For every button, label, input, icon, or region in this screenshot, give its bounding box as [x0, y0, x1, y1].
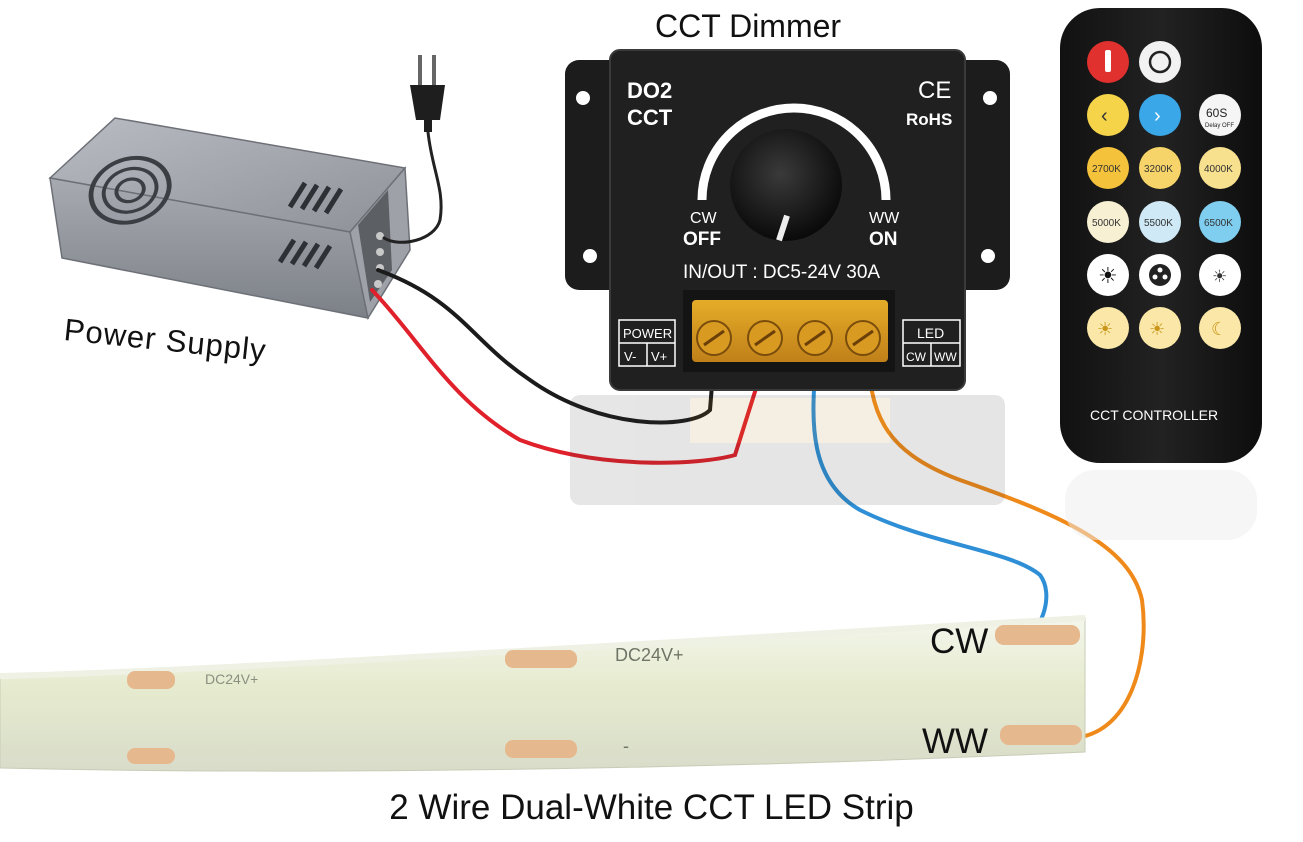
- temp-button-3200k[interactable]: [1139, 147, 1181, 189]
- solder-pad: [505, 650, 577, 668]
- remote-label: CCT CONTROLLER: [1090, 407, 1218, 423]
- power-supply: [48, 55, 445, 320]
- dimmer-reflection: [570, 395, 1005, 505]
- dimmer-rating: IN/OUT : DC5-24V 30A: [683, 262, 880, 283]
- label-cw: CW: [930, 622, 989, 661]
- knob-indicator: [776, 214, 790, 242]
- fan-grille-icon: [88, 155, 172, 225]
- solder-pad: [127, 671, 175, 689]
- dial-arc: [697, 103, 891, 201]
- brightness-up-button[interactable]: [1087, 254, 1129, 296]
- wire-blue: [811, 368, 1049, 634]
- temp-button-2700k[interactable]: [1087, 147, 1129, 189]
- vent-slots-icon: [277, 181, 344, 270]
- svg-text:CW: CW: [906, 350, 927, 364]
- terminal-screws: [696, 320, 881, 356]
- svg-text:5000K: 5000K: [1092, 218, 1121, 229]
- plug-icon: [410, 55, 445, 132]
- svg-text:6500K: 6500K: [1204, 218, 1233, 229]
- dial-right-bottom: ON: [869, 229, 898, 250]
- sun-icon: ☀: [1098, 263, 1118, 288]
- led-label-box: LED CW WW: [902, 319, 961, 367]
- dial-left-bottom: OFF: [683, 229, 721, 250]
- mode-button[interactable]: [1139, 41, 1181, 83]
- wire-red: [370, 288, 767, 465]
- svg-text:5500K: 5500K: [1144, 218, 1173, 229]
- title-dimmer: CCT Dimmer: [655, 8, 842, 44]
- svg-text:4000K: 4000K: [1204, 164, 1233, 175]
- temp-button-5500k[interactable]: [1139, 201, 1181, 243]
- strip-print-1: DC24V+: [205, 671, 258, 687]
- timer-value: 60S: [1206, 106, 1227, 120]
- solder-pad: [505, 740, 577, 758]
- wire-black: [376, 268, 716, 425]
- ce-mark: CE: [918, 77, 951, 104]
- dimmer-type: CCT: [627, 105, 673, 130]
- sunrise-button[interactable]: [1087, 307, 1129, 349]
- power-label-box: POWER V- V+: [618, 319, 676, 367]
- svg-text:3200K: 3200K: [1144, 164, 1173, 175]
- svg-text:V-: V-: [624, 349, 636, 364]
- remote-control: ‹ › 60S Delay OFF 2700K 3200K 4000K 5000…: [1060, 8, 1262, 540]
- night-button[interactable]: [1199, 307, 1241, 349]
- temp-button-6500k[interactable]: [1199, 201, 1241, 243]
- solder-pad-ww: [1000, 725, 1082, 745]
- svg-text:POWER: POWER: [623, 326, 672, 341]
- arrow-left-button[interactable]: [1087, 94, 1129, 136]
- svg-text:WW: WW: [934, 350, 957, 364]
- chevron-right-icon: ›: [1154, 105, 1161, 127]
- timer-button[interactable]: [1199, 94, 1241, 136]
- svg-text:V+: V+: [651, 349, 667, 364]
- dimmer-knob[interactable]: [730, 129, 842, 241]
- rohs-mark: RoHS: [906, 110, 952, 129]
- timer-sub: Delay OFF: [1205, 123, 1234, 129]
- strip-print-2: DC24V+: [615, 645, 684, 665]
- sun-small-icon: ☀: [1212, 267, 1227, 286]
- ring-icon: [1148, 50, 1172, 74]
- power-icon: [1105, 50, 1111, 72]
- arrow-right-button[interactable]: [1139, 94, 1181, 136]
- label-ww: WW: [922, 722, 989, 761]
- sunset-button[interactable]: [1139, 307, 1181, 349]
- chevron-left-icon: ‹: [1101, 105, 1108, 127]
- dimmer-model: DO2: [627, 78, 672, 103]
- svg-text:LED: LED: [917, 325, 944, 341]
- brightness-down-button[interactable]: [1199, 254, 1241, 296]
- mount-hole: [983, 91, 997, 105]
- solder-pad: [127, 748, 175, 764]
- cct-dimmer: DO2 CCT CE RoHS CW OFF WW ON IN/OUT : DC…: [565, 49, 1010, 505]
- dial-left-top: CW: [690, 210, 718, 227]
- mains-cable: [382, 130, 443, 244]
- mount-hole: [981, 249, 995, 263]
- mount-hole: [583, 249, 597, 263]
- temp-button-5000k[interactable]: [1087, 201, 1129, 243]
- mount-hole: [576, 91, 590, 105]
- temp-button-4000k[interactable]: [1199, 147, 1241, 189]
- dial-right-top: WW: [869, 210, 900, 227]
- svg-text:2700K: 2700K: [1092, 164, 1121, 175]
- title-led-strip: 2 Wire Dual-White CCT LED Strip: [389, 788, 914, 827]
- film-reel-icon: [1149, 264, 1171, 286]
- sunset-icon: ☀: [1149, 319, 1165, 339]
- solder-pad-cw: [995, 625, 1080, 645]
- led-strip: DC24V+ DC24V+ -: [0, 615, 1086, 772]
- sunrise-icon: ☀: [1097, 319, 1113, 339]
- strip-print-minus: -: [623, 736, 629, 756]
- moon-icon: ☾: [1211, 319, 1227, 339]
